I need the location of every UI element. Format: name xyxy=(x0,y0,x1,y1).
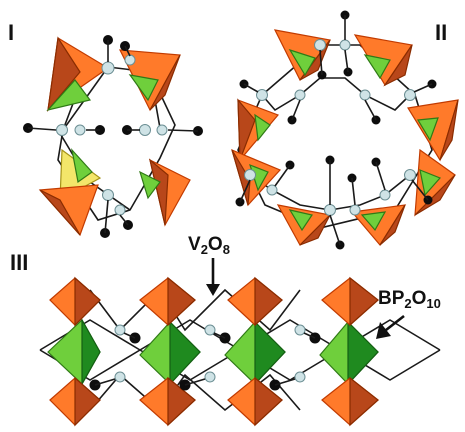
vanadate-formula: V2O8 xyxy=(188,234,230,257)
panel-3-green-polyhedra xyxy=(47,317,379,387)
panel-2-label: II xyxy=(435,20,447,45)
panel-2-oxygen-atoms xyxy=(235,10,437,250)
panel-3-label: III xyxy=(10,250,28,275)
panel-1-ring-cluster xyxy=(23,35,203,238)
panel-2-tetrahedra xyxy=(231,29,459,247)
panel-3-vanadium-atoms xyxy=(114,324,306,383)
borophosphate-arrow-head xyxy=(376,322,391,339)
panel-1-label: I xyxy=(8,20,14,45)
borophosphate-formula: BP2O10 xyxy=(378,288,441,311)
borophosphate-arrow xyxy=(385,314,405,332)
panel-2-vanadium-atoms xyxy=(244,39,416,216)
vanadate-annotation: V2O8 xyxy=(188,234,230,296)
panel-3-chain xyxy=(39,276,441,427)
panel-3-orange-polyhedra-bottom xyxy=(49,376,379,427)
panel-3-oxygen-atoms xyxy=(89,332,321,391)
vanadate-arrow-head xyxy=(206,284,220,296)
panel-1-oxygen-atoms xyxy=(23,35,203,238)
borophosphate-annotation: BP2O10 xyxy=(376,288,441,339)
panel-3-orange-polyhedra-top xyxy=(49,276,379,327)
panel-2-ring-cluster xyxy=(231,10,459,250)
panel-1-tetrahedra xyxy=(38,36,191,237)
